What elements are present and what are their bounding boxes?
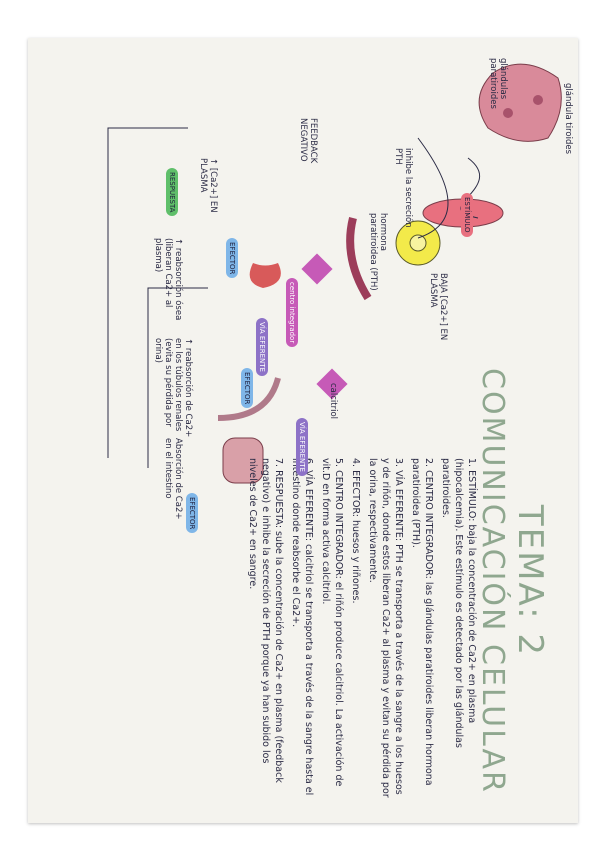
rotated-page: TEMA: 2 COMUNICACIÓN CELULAR 1. ESTÍMULO… — [28, 38, 578, 823]
note-item: 6. VÍA EFERENTE: calcitriol se transport… — [290, 458, 314, 796]
label-calcitriol: calcitriol — [328, 383, 338, 420]
parathyroid-dot — [533, 95, 543, 105]
paper-sheet: TEMA: 2 COMUNICACIÓN CELULAR 1. ESTÍMULO… — [28, 38, 578, 823]
cell-nucleus — [409, 234, 427, 252]
curved-vessel — [217, 377, 281, 421]
note-item: 3. VÍA EFERENTE: PTH se transporta a tra… — [367, 458, 404, 798]
efferent-pill-1: VÍA EFERENTE — [256, 318, 268, 376]
label-low-ca: BAJA [Ca2+] EN PLASMA — [428, 273, 448, 341]
efferent-pill-2: VÍA EFERENTE — [296, 418, 308, 476]
title-line1: TEMA: 2 — [510, 504, 550, 658]
blood-vessel — [346, 217, 372, 301]
intestine — [222, 437, 264, 484]
label-hormone: hormona paratiroidea (PTH) — [368, 213, 388, 291]
label-rise: ↑ [Ca2+] EN PLASMA — [198, 158, 218, 213]
inhibition-arrow — [417, 137, 449, 239]
effector-pill-1: EFECTOR — [226, 238, 238, 279]
kidney — [249, 263, 281, 288]
thyroid-gland — [478, 63, 562, 142]
label-kidney: ↑ reabsorción de Ca2+ en los túbulos ren… — [153, 338, 193, 438]
note-item: 1. ESTÍMULO: baja la concentración de Ca… — [440, 458, 477, 748]
center-diamond-2 — [316, 368, 348, 400]
label-parathyroid: glándulas paratiroides — [488, 58, 508, 109]
page-title: TEMA: 2 COMUNICACIÓN CELULAR — [474, 368, 550, 794]
label-glands: glándula tiroides — [563, 83, 573, 155]
note-item: 7. RESPUESTA: sube la concentración de C… — [247, 458, 284, 783]
center-pill: centro integrador — [286, 278, 298, 348]
stimulus-pill: ESTÍMULO — [461, 193, 473, 237]
note-item: 4. EFECTOR: huesos y riñones. — [350, 458, 361, 604]
feedback-line — [107, 127, 188, 458]
center-diamond — [301, 253, 333, 285]
notes-list: 1. ESTÍMULO: baja la concentración de Ca… — [242, 458, 478, 798]
note-item: 5. CENTRO INTEGRADOR: el riñón produce c… — [320, 458, 344, 787]
label-inhibits: inhibe la secreción PTH — [393, 148, 413, 228]
label-bone: ↑ reabsorción ósea (liberan Ca2+ al plas… — [153, 238, 183, 321]
title-line2: COMUNICACIÓN CELULAR — [475, 368, 510, 794]
label-feedback: FEEDBACK NEGATIVO — [298, 118, 318, 164]
label-intestine: Absorción de Ca2+ en el intestino — [163, 438, 183, 520]
effector-pill-2: EFECTOR — [241, 368, 253, 409]
note-item: 2. CENTRO INTEGRADOR: las glándulas para… — [410, 458, 434, 786]
diagram-drawing — [107, 63, 562, 484]
effector-pill-3: EFECTOR — [186, 493, 198, 534]
response-pill: RESPUESTA — [166, 168, 178, 217]
parathyroid-dot — [503, 108, 513, 118]
effector-line — [147, 287, 208, 468]
